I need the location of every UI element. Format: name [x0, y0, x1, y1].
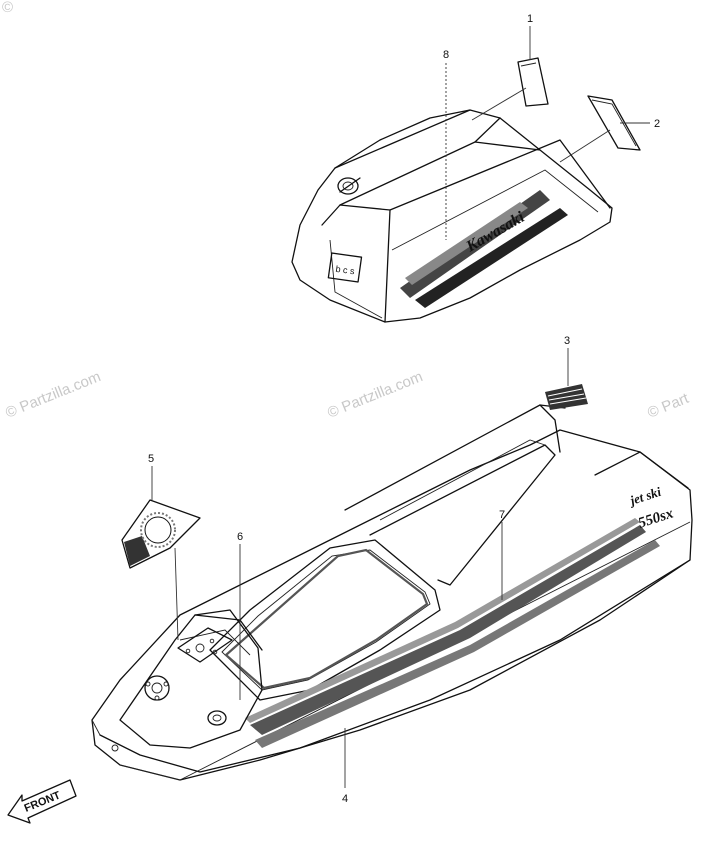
- hull-brand-bottom: 550sx: [636, 505, 676, 531]
- watermark-left: © Partzilla.com: [3, 368, 103, 422]
- callout-2: 2: [654, 118, 660, 130]
- callout-1: 1: [527, 13, 533, 25]
- callout-3: 3: [564, 335, 570, 347]
- watermark-center: © Partzilla.com: [325, 368, 425, 422]
- hull: jet ski 550sx: [91, 404, 693, 781]
- callout-6: 6: [237, 531, 243, 543]
- decal-part-3: [545, 384, 588, 410]
- hood-brand-logo: Kawasaki: [463, 208, 528, 256]
- front-arrow: FRONT: [7, 779, 77, 824]
- callout-4: 4: [342, 793, 348, 805]
- hull-brand-top: jet ski: [626, 484, 663, 509]
- watermark-corner: ©: [2, 0, 13, 16]
- decal-part-1: [517, 57, 549, 107]
- watermark-layer: © © Partzilla.com © Partzilla.com © Part: [2, 0, 692, 422]
- engine-hood: b c s Kawasaki: [291, 109, 613, 323]
- decal-part-2: [587, 95, 641, 151]
- callout-8: 8: [443, 49, 449, 61]
- watermark-right: © Part: [645, 390, 692, 422]
- callout-5: 5: [148, 453, 154, 465]
- callout-7: 7: [499, 509, 505, 521]
- decal-part-5: [121, 499, 201, 569]
- callouts: 1 2 8 3 5 6 7 4: [148, 13, 660, 805]
- svg-text:b c s: b c s: [335, 264, 356, 277]
